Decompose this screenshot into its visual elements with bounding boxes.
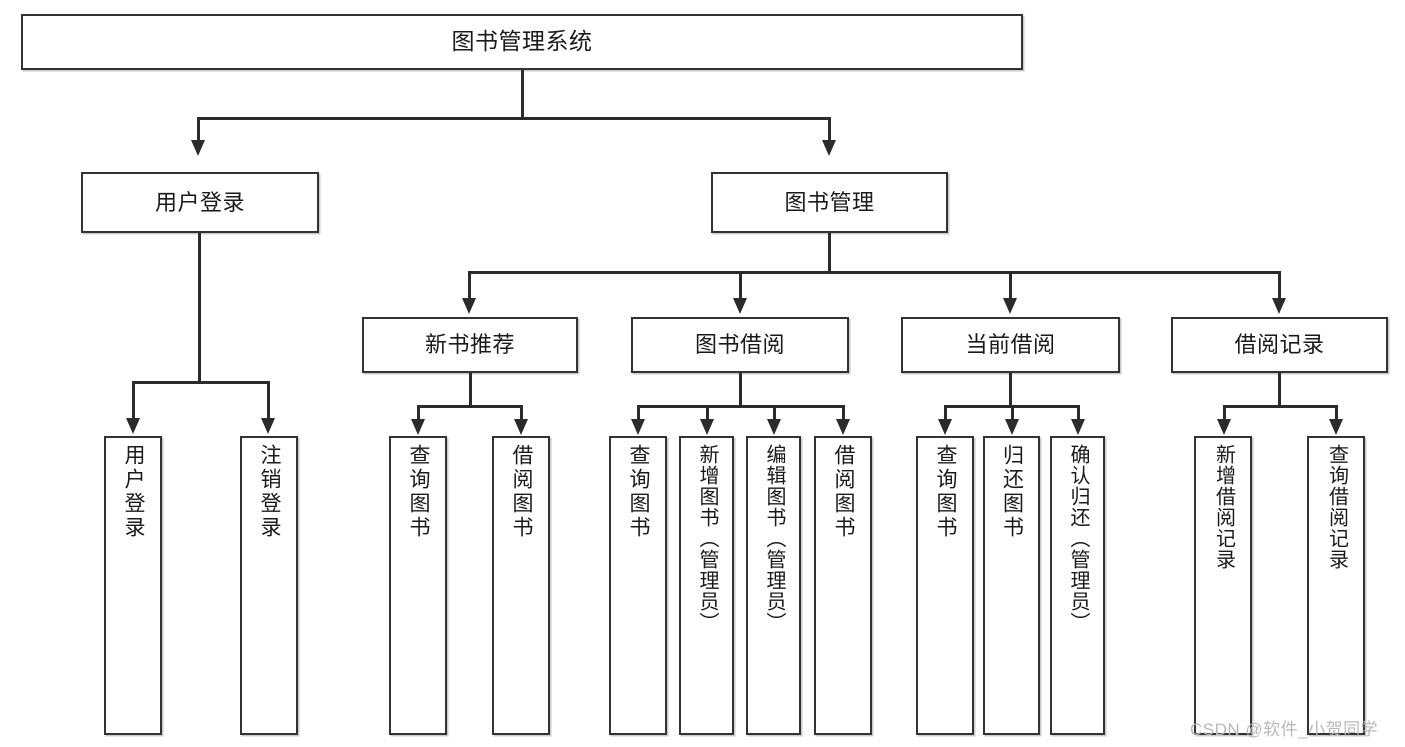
connector-new-book-rec-stem <box>469 373 472 407</box>
node-leaf-user-logout-label: 注销登录 <box>258 444 282 540</box>
node-root-label: 图书管理系统 <box>451 28 593 55</box>
node-leaf-user-logout[interactable]: 注销登录 <box>240 436 298 735</box>
connector-borrow-record-bus <box>1223 405 1337 408</box>
connector-book-manage-bus <box>468 271 1279 274</box>
node-leaf-add-book[interactable]: 新增图书（管理员） <box>679 436 734 735</box>
node-root[interactable]: 图书管理系统 <box>21 14 1023 70</box>
node-leaf-confirm-return[interactable]: 确认归还（管理员） <box>1050 436 1105 735</box>
connector-to-borrow-record <box>1278 271 1281 299</box>
node-leaf-add-book-label: 新增图书（管理员） <box>696 444 718 633</box>
connector-book-borrow-drop-1 <box>637 405 640 420</box>
connector-root-to-book-manage <box>828 117 831 141</box>
node-leaf-borrow-book-1[interactable]: 借阅图书 <box>492 436 550 735</box>
connector-borrow-record-drop-2 <box>1335 405 1338 420</box>
arrowhead-leaf-user-logout <box>261 418 275 434</box>
connector-user-login-drop-1 <box>132 381 135 419</box>
arrowhead-leaf-return-book <box>1005 419 1019 435</box>
connector-user-login-drop-2 <box>267 381 270 419</box>
arrowhead-book-manage <box>822 140 836 156</box>
connector-book-borrow-drop-2 <box>706 405 709 420</box>
arrowhead-leaf-edit-book <box>767 419 781 435</box>
connector-borrow-record-drop-1 <box>1223 405 1226 420</box>
connector-to-new-book-rec <box>468 271 471 299</box>
node-leaf-borrow-book-2-label: 借阅图书 <box>832 444 856 540</box>
connector-new-book-rec-drop-1 <box>417 405 420 420</box>
arrowhead-leaf-confirm-return <box>1071 419 1085 435</box>
arrowhead-book-borrow <box>733 298 747 314</box>
node-leaf-edit-book-label: 编辑图书（管理员） <box>763 444 785 633</box>
node-leaf-edit-book[interactable]: 编辑图书（管理员） <box>746 436 801 735</box>
connector-current-borrow-drop-3 <box>1077 405 1080 420</box>
connector-root-stem <box>521 70 524 118</box>
node-leaf-query-book-1[interactable]: 查询图书 <box>389 436 447 735</box>
arrowhead-leaf-borrow-book-1 <box>514 419 528 435</box>
connector-book-borrow-drop-3 <box>773 405 776 420</box>
arrowhead-leaf-query-record <box>1329 419 1343 435</box>
connector-new-book-rec-drop-2 <box>520 405 523 420</box>
node-leaf-borrow-book-2[interactable]: 借阅图书 <box>814 436 872 735</box>
node-current-borrow-label: 当前借阅 <box>965 332 1056 358</box>
connector-new-book-rec-bus <box>417 405 522 408</box>
node-leaf-return-book-label: 归还图书 <box>1000 444 1024 540</box>
arrowhead-leaf-query-book-3 <box>938 419 952 435</box>
node-leaf-return-book[interactable]: 归还图书 <box>983 436 1040 735</box>
connector-current-borrow-drop-1 <box>944 405 947 420</box>
node-leaf-query-record[interactable]: 查询借阅记录 <box>1307 436 1365 735</box>
arrowhead-user-login <box>191 140 205 156</box>
node-leaf-confirm-return-label: 确认归还（管理员） <box>1067 444 1089 633</box>
connector-root-to-user-login <box>197 117 200 141</box>
connector-book-borrow-drop-4 <box>842 405 845 420</box>
arrowhead-leaf-borrow-book-2 <box>836 419 850 435</box>
node-leaf-query-book-2-label: 查询图书 <box>627 444 651 540</box>
arrowhead-new-book-rec <box>462 298 476 314</box>
connector-current-borrow-drop-2 <box>1011 405 1014 420</box>
node-book-manage[interactable]: 图书管理 <box>711 172 948 233</box>
connector-to-book-borrow <box>739 271 742 299</box>
node-leaf-user-login-label: 用户登录 <box>122 444 146 540</box>
connector-user-login-bus <box>132 381 269 384</box>
node-borrow-record[interactable]: 借阅记录 <box>1171 317 1388 373</box>
connector-user-login-stem <box>198 233 201 383</box>
connector-book-manage-stem <box>828 233 831 273</box>
csdn-watermark: CSDN @软件_小贺同学 <box>1190 720 1379 739</box>
node-borrow-record-label: 借阅记录 <box>1234 332 1325 358</box>
node-leaf-query-record-label: 查询借阅记录 <box>1325 444 1348 570</box>
arrowhead-leaf-user-login <box>126 418 140 434</box>
arrowhead-leaf-add-book <box>700 419 714 435</box>
arrowhead-current-borrow <box>1003 298 1017 314</box>
connector-root-bus <box>197 117 831 120</box>
node-leaf-query-book-3[interactable]: 查询图书 <box>916 436 974 735</box>
node-leaf-add-record-label: 新增借阅记录 <box>1212 444 1235 570</box>
connector-book-borrow-bus <box>637 405 844 408</box>
node-user-login-label: 用户登录 <box>154 189 245 215</box>
node-leaf-query-book-3-label: 查询图书 <box>934 444 958 540</box>
node-new-book-rec-label: 新书推荐 <box>424 332 515 358</box>
arrowhead-leaf-add-record <box>1217 419 1231 435</box>
node-book-manage-label: 图书管理 <box>784 189 875 215</box>
node-leaf-query-book-2[interactable]: 查询图书 <box>609 436 667 735</box>
arrowhead-borrow-record <box>1272 298 1286 314</box>
node-leaf-query-book-1-label: 查询图书 <box>407 444 431 540</box>
node-leaf-user-login[interactable]: 用户登录 <box>104 436 162 735</box>
connector-current-borrow-stem <box>1009 373 1012 407</box>
arrowhead-leaf-query-book-1 <box>411 419 425 435</box>
node-leaf-add-record[interactable]: 新增借阅记录 <box>1194 436 1252 735</box>
arrowhead-leaf-query-book-2 <box>631 419 645 435</box>
node-book-borrow[interactable]: 图书借阅 <box>631 317 849 373</box>
node-current-borrow[interactable]: 当前借阅 <box>901 317 1120 373</box>
connector-book-borrow-stem <box>739 373 742 407</box>
node-user-login[interactable]: 用户登录 <box>81 172 319 233</box>
node-new-book-rec[interactable]: 新书推荐 <box>362 317 578 373</box>
connector-borrow-record-stem <box>1278 373 1281 407</box>
node-book-borrow-label: 图书借阅 <box>694 332 785 358</box>
node-leaf-borrow-book-1-label: 借阅图书 <box>510 444 534 540</box>
connector-to-current-borrow <box>1009 271 1012 299</box>
